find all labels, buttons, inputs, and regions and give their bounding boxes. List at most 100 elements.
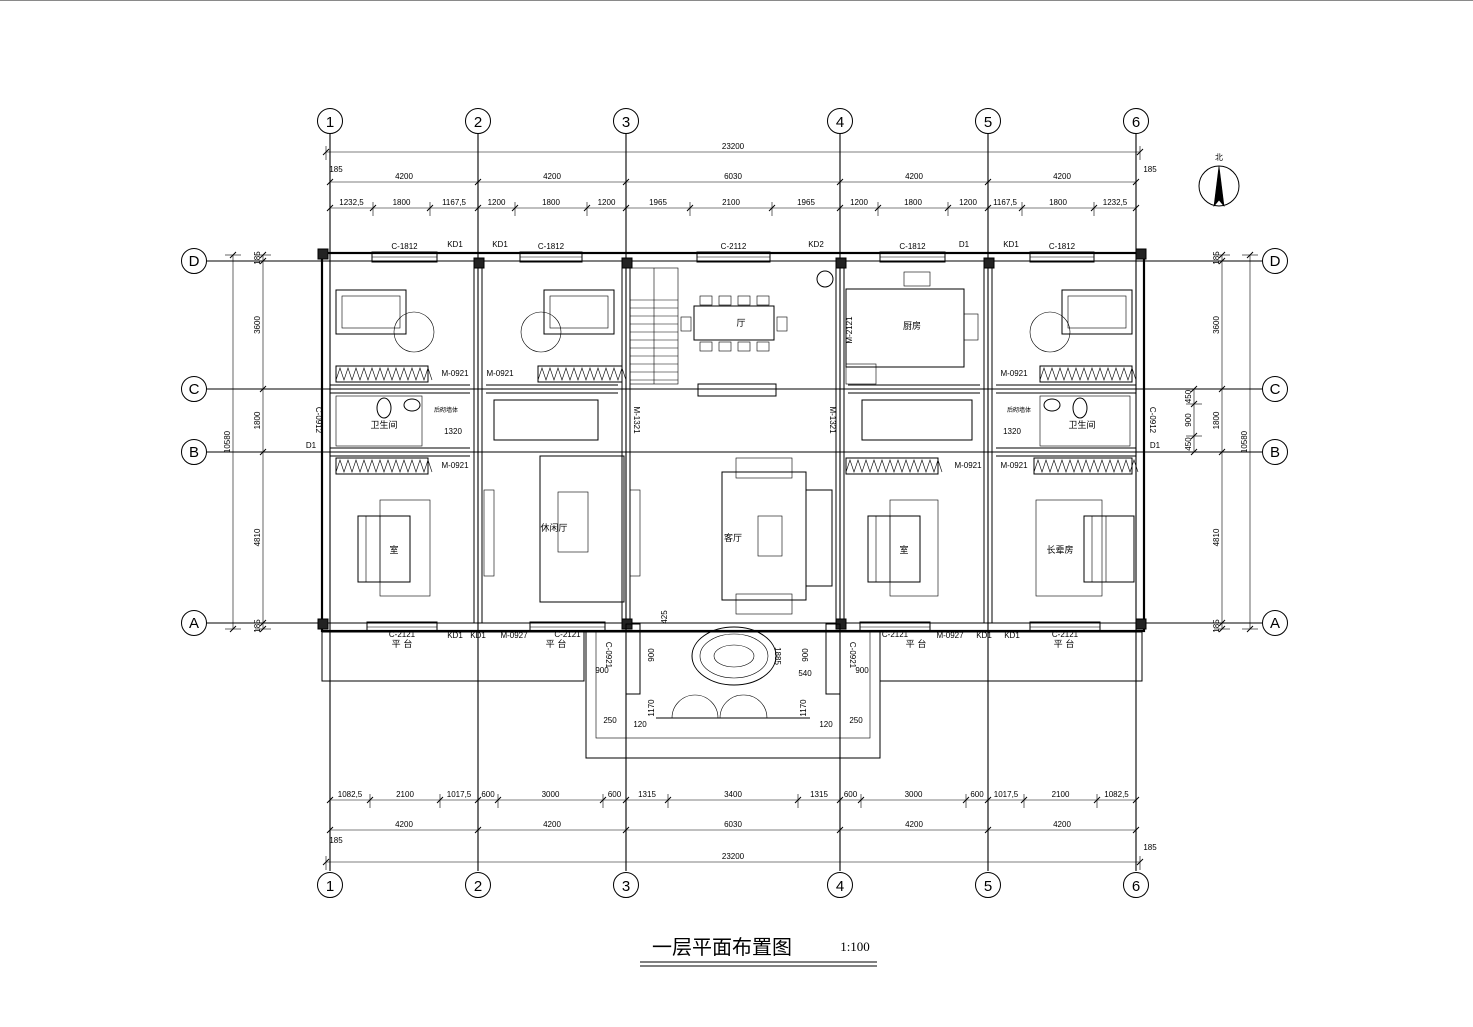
entry-door: [719, 694, 768, 719]
bed-headboard-pattern: [365, 515, 381, 583]
dim-text: 4200: [1053, 172, 1071, 181]
dim-text: 900: [595, 666, 609, 675]
axis-label-1: 1: [326, 878, 334, 895]
window-label: C-2121: [1052, 630, 1079, 639]
dim-text: 10580: [223, 430, 232, 453]
window-label: C-0912: [1148, 407, 1157, 434]
wardrobe: [845, 457, 939, 475]
wardrobe-hanger: [1033, 459, 1139, 473]
bed: [543, 289, 615, 335]
axis-label-4: 4: [836, 114, 844, 131]
dim-text: 540: [798, 669, 812, 678]
dim-text: 450: [1184, 389, 1193, 403]
dim-text: 1800: [904, 198, 922, 207]
terrace-label: 平 台: [906, 638, 927, 650]
dim-text: 120: [819, 720, 833, 729]
door-label: D1: [306, 441, 317, 450]
north-arrow: [1213, 165, 1225, 207]
room-bedroom-left: 室: [389, 544, 398, 556]
room-bathroom-left: 卫生间: [370, 419, 397, 431]
dim-text: 4810: [253, 528, 262, 546]
dim-text: 600: [481, 790, 495, 799]
dim-text: 4200: [1053, 820, 1071, 829]
axis-bubble-left: [181, 610, 207, 636]
window-label: C-1812: [899, 242, 926, 251]
door-label: M-0921: [486, 369, 514, 378]
column: [983, 257, 995, 269]
axis-label-D: D: [1270, 253, 1281, 270]
window-label: C-2112: [721, 242, 747, 251]
chair: [699, 341, 713, 352]
room-living: 客厅: [724, 532, 742, 544]
dim-text: 600: [970, 790, 984, 799]
dim-text: 1082,5: [338, 790, 363, 799]
room-dining: 厅: [736, 318, 745, 329]
dim-text: 4810: [1212, 528, 1221, 546]
exterior-wall-inner: [329, 260, 1137, 624]
sideboard: [697, 383, 777, 397]
dim-text: 1315: [638, 790, 656, 799]
note-drain: 后砌墙体: [1007, 406, 1031, 414]
coffee-table: [557, 491, 589, 553]
dim-text: 1170: [799, 699, 808, 717]
dim-text: 185: [253, 619, 262, 633]
axis-label-1: 1: [326, 114, 334, 131]
axis-bubble-top: [975, 108, 1001, 134]
dim-text: 3400: [724, 790, 742, 799]
axis-label-D: D: [189, 253, 200, 270]
door-label: KD1: [447, 631, 463, 640]
axis-bubble-bottom: [613, 872, 639, 898]
entry-door: [671, 694, 719, 719]
axis-bubble-top: [317, 108, 343, 134]
window-label: C-1812: [391, 242, 418, 251]
axis-label-5: 5: [984, 878, 992, 895]
axis-bubble-bottom: [827, 872, 853, 898]
dim-text: 185: [1212, 619, 1221, 633]
exterior-wall: [320, 251, 1146, 633]
room-kitchen: 厨房: [903, 320, 921, 332]
bed: [1083, 515, 1135, 583]
axis-bubble-left: [181, 439, 207, 465]
dim-text: 10580: [1240, 430, 1249, 453]
dim-text: 1965: [797, 198, 815, 207]
dim-text: 1200: [959, 198, 977, 207]
axis-bubble-left: [181, 376, 207, 402]
dim-text: 1232,5: [1103, 198, 1128, 207]
wardrobe: [537, 365, 623, 383]
dim-text: 900: [1184, 413, 1193, 427]
bed-cover: [1067, 295, 1127, 329]
dim-text: 1320: [1003, 427, 1021, 436]
column: [317, 248, 329, 260]
axis-label-C: C: [189, 381, 200, 398]
room-bathroom-right: 卫生间: [1068, 419, 1095, 431]
door-label: KD1: [976, 631, 992, 640]
wardrobe-hanger: [845, 459, 943, 473]
dim-text: 2100: [396, 790, 414, 799]
dim-text: 425: [660, 610, 669, 624]
toilet-icon: [1072, 397, 1088, 419]
note-drain: 后砌墙体: [434, 406, 458, 414]
entry-rug-core: [713, 644, 755, 668]
dim-text: 4200: [905, 820, 923, 829]
door-label: M-0921: [441, 461, 469, 470]
axis-bubble-right: [1262, 376, 1288, 402]
dim-text: 1800: [542, 198, 560, 207]
door-label: M-1321: [632, 406, 641, 434]
armchairs: [735, 593, 793, 615]
wardrobe: [335, 365, 429, 383]
dim-text: 3600: [253, 316, 262, 334]
wardrobe: [335, 457, 429, 475]
dim-text: 23200: [722, 142, 745, 151]
dim-text: 250: [849, 716, 863, 725]
entry-rug: [691, 626, 777, 686]
porch-column: [625, 623, 641, 695]
room-bedroom-right: 长辈房: [1046, 544, 1073, 556]
terrace-label: 平 台: [392, 638, 413, 650]
terrace-label: 平 台: [1054, 638, 1075, 650]
entrance-porch: [585, 631, 881, 759]
plant-icon: [816, 270, 834, 288]
